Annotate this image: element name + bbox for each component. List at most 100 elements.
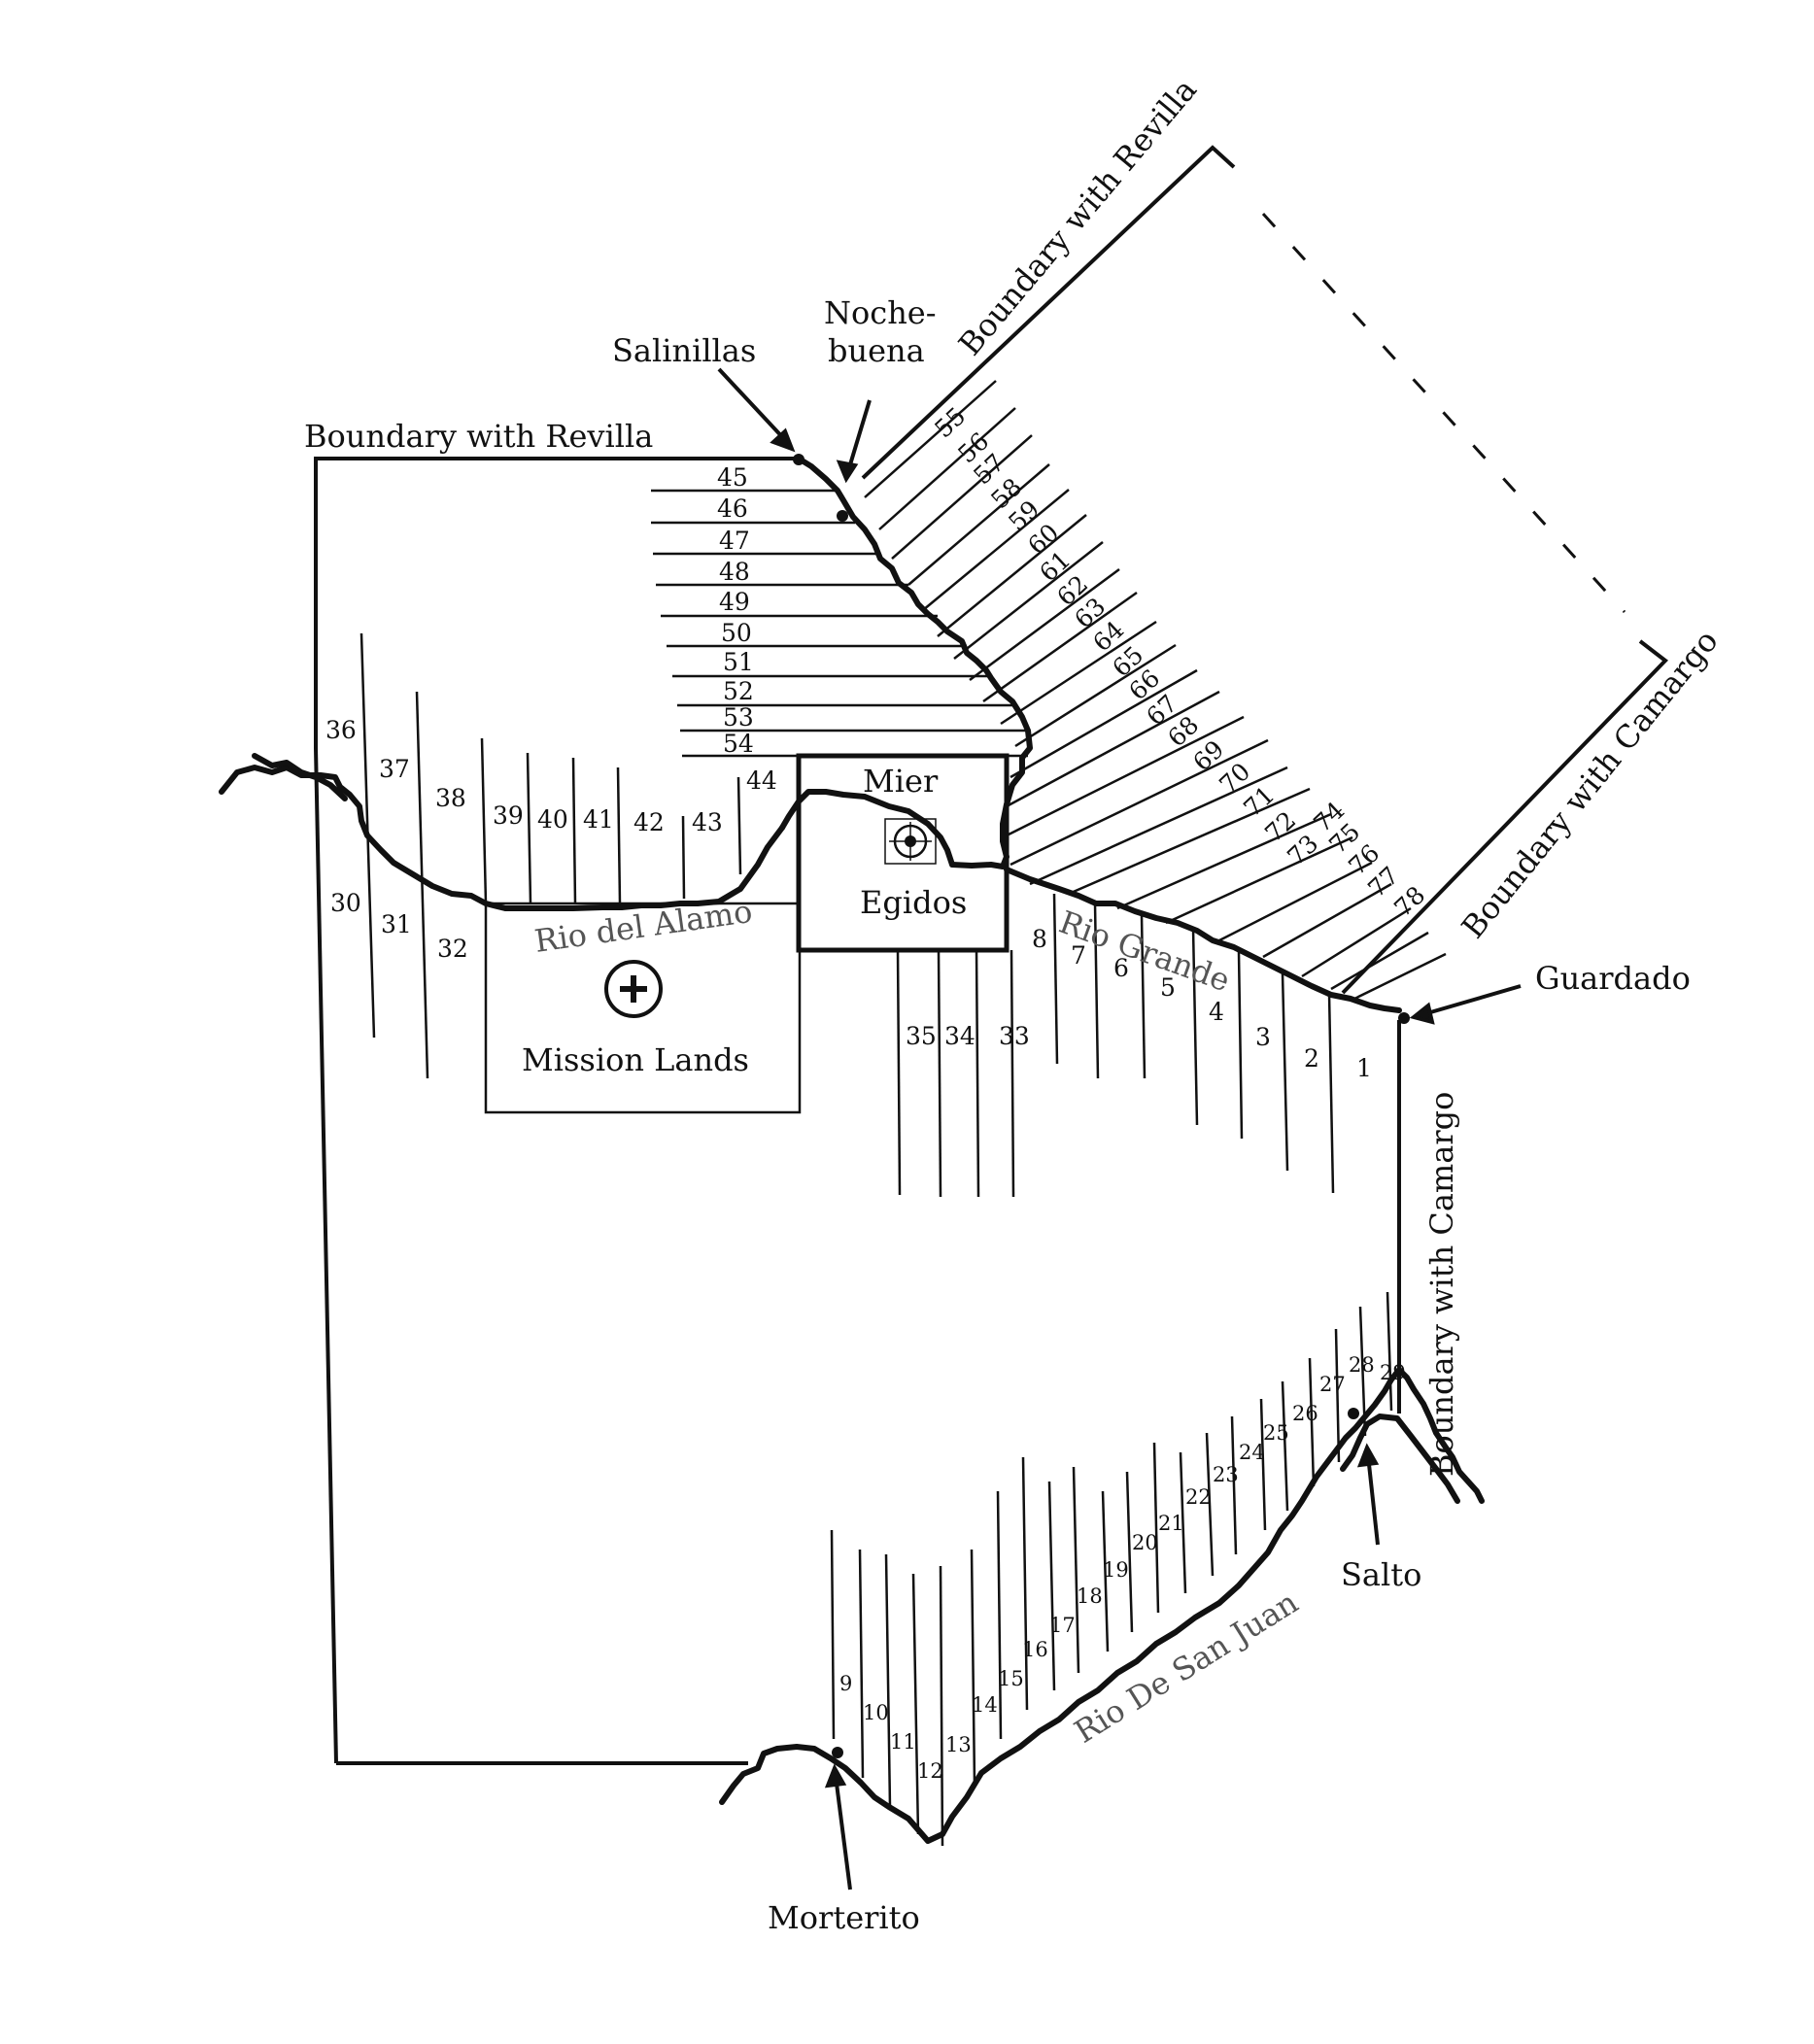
- morterito-arrow: [834, 1775, 852, 1891]
- porcion-number: 19: [1103, 1558, 1129, 1582]
- nochebuena-label-line1: Noche-: [824, 294, 937, 331]
- nochebuena-arrowhead: [836, 460, 859, 484]
- salto-dot: [1348, 1408, 1359, 1419]
- rio-del-alamo-line: [219, 765, 785, 911]
- porcion-number: 22: [1185, 1485, 1212, 1509]
- morterito-label: Morterito: [768, 1899, 920, 1936]
- porcion-lines-west: [359, 632, 742, 1079]
- guardado-arrowhead: [1409, 1002, 1435, 1025]
- porcion-number: 9: [839, 1672, 852, 1695]
- rio-del-alamo-fork-line: [252, 753, 348, 801]
- town-target-icon: [884, 818, 937, 865]
- mission-lands-label: Mission Lands: [522, 1041, 749, 1078]
- porcion-number: 42: [633, 808, 665, 836]
- boundary-revilla-north-line: [861, 145, 1236, 480]
- porcion-number: 10: [863, 1701, 889, 1724]
- porcion-number: 5: [1160, 973, 1176, 1002]
- nochebuena-arrow: [846, 399, 872, 472]
- porcion-number: 25: [1263, 1421, 1289, 1445]
- porcion-number: 48: [719, 558, 750, 586]
- mission-cross-icon: [604, 960, 663, 1018]
- porcion-number: 41: [583, 805, 614, 834]
- porcion-number: 43: [692, 808, 723, 836]
- porcion-number: 45: [717, 463, 748, 492]
- porcion-number: 18: [1077, 1584, 1103, 1608]
- porcion-number: 12: [917, 1759, 943, 1783]
- porcion-number: 20: [1132, 1531, 1158, 1554]
- porcion-number: 14: [972, 1693, 998, 1717]
- nochebuena-dot: [837, 510, 848, 522]
- porcion-number: 11: [890, 1730, 916, 1754]
- porcion-number: 53: [723, 703, 754, 732]
- nochebuena-label-line2: buena: [828, 332, 925, 369]
- boundary-dashed-line: [1261, 212, 1626, 614]
- boundary-camargo-east-label: Boundary with Camargo: [1423, 1092, 1460, 1477]
- morterito-dot: [832, 1747, 843, 1758]
- porcion-number: 7: [1071, 941, 1086, 970]
- porcion-lines-55-78: [864, 380, 1447, 1003]
- salinillas-dot: [793, 454, 804, 465]
- porcion-number: 3: [1255, 1023, 1271, 1051]
- porcion-number: 51: [723, 648, 754, 676]
- salinillas-arrowhead: [770, 427, 796, 453]
- boundary-revilla-west-label: Boundary with Revilla: [304, 418, 653, 455]
- porcion-number: 39: [493, 801, 524, 830]
- porcion-number: 46: [717, 494, 748, 523]
- guardado-dot: [1398, 1012, 1410, 1024]
- boundary-lines: [314, 145, 1668, 1765]
- porcion-lines-45-54: [651, 489, 1030, 758]
- porcion-number: 31: [381, 910, 412, 938]
- porcion-number: 30: [330, 889, 361, 917]
- porcion-number: 4: [1209, 998, 1224, 1026]
- rio-san-juan-line: [719, 1367, 1485, 1844]
- porcion-number: 13: [945, 1733, 972, 1756]
- porcion-number: 34: [944, 1022, 975, 1050]
- rivers: [219, 456, 1485, 1844]
- porcion-number: 50: [721, 619, 752, 647]
- boundary-camargo-northeast-line: [1341, 639, 1668, 995]
- porcion-numbers: 1 2 3 4 5 6 7 8 9 10 11 12 13 14 15 16 1…: [325, 401, 1430, 1783]
- porcion-number: 37: [379, 755, 410, 783]
- porcion-number: 54: [723, 730, 754, 758]
- rio-san-juan-label: Rio De San Juan: [1068, 1584, 1305, 1751]
- salinillas-label: Salinillas: [612, 332, 756, 369]
- boundary-revilla-west-line: [314, 457, 799, 748]
- salto-label: Salto: [1341, 1556, 1421, 1593]
- boundary-west-line: [314, 747, 338, 1764]
- porcion-number: 36: [325, 716, 357, 744]
- porcion-number: 2: [1304, 1044, 1319, 1073]
- rio-san-juan-salto-line: [1340, 1414, 1460, 1504]
- place-labels: Salinillas Noche- buena Mier Egidos Miss…: [522, 294, 1691, 1936]
- morterito-arrowhead: [824, 1763, 847, 1788]
- arrows: [717, 367, 1522, 1891]
- porcion-lines-1-8: [1052, 893, 1335, 1194]
- porcion-number: 21: [1158, 1512, 1184, 1535]
- guardado-arrow: [1420, 984, 1522, 1017]
- place-dots: [793, 454, 1410, 1758]
- porcion-number: 52: [723, 677, 754, 705]
- porcion-number: 40: [537, 805, 568, 834]
- porcion-number: 47: [719, 527, 750, 555]
- porcion-number: 6: [1113, 954, 1129, 982]
- porcion-number: 28: [1349, 1353, 1375, 1377]
- boundary-camargo-northeast-label: Boundary with Camargo: [1455, 623, 1726, 945]
- egidos-label: Egidos: [860, 884, 967, 921]
- porcion-number: 32: [437, 935, 468, 963]
- porcion-number: 27: [1319, 1373, 1346, 1396]
- porcion-lines-33-35: [896, 949, 1015, 1198]
- porcion-number: 17: [1049, 1614, 1076, 1637]
- boundary-revilla-north-label: Boundary with Revilla: [951, 72, 1204, 363]
- salinillas-arrow: [717, 367, 789, 444]
- porcion-number: 23: [1213, 1463, 1239, 1486]
- salto-arrow: [1366, 1454, 1380, 1546]
- porcion-number: 1: [1356, 1054, 1372, 1082]
- porcion-number: 38: [435, 784, 466, 812]
- porcion-number: 24: [1239, 1441, 1265, 1464]
- porcion-number: 29: [1380, 1361, 1406, 1384]
- mier-label: Mier: [863, 763, 939, 800]
- porcion-number: 15: [998, 1667, 1024, 1690]
- porcion-number: 35: [906, 1022, 937, 1050]
- rio-grande-east-line: [1004, 867, 1402, 1013]
